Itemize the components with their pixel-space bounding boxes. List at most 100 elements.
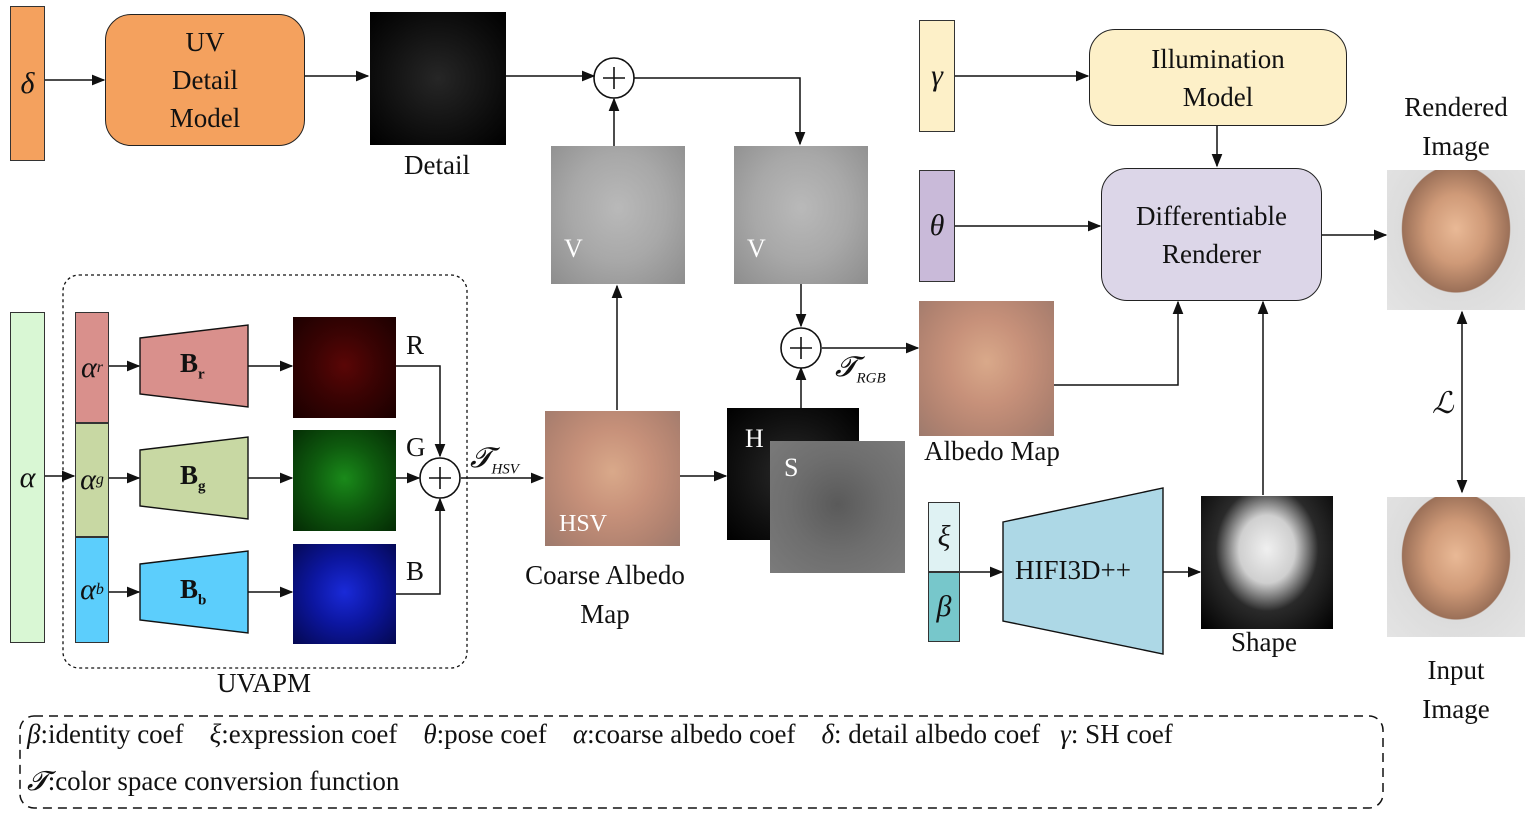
legend-t-text: :color space conversion function [47,766,400,796]
hifi3d-label: HIFI3D++ [1015,555,1131,585]
rendered-image [1387,170,1525,310]
beta-symbol: β [936,590,952,623]
blue-channel-map [293,544,396,644]
theta-symbol: θ [929,209,945,242]
basis-r-symbol: B [180,348,199,378]
coarse-albedo-label: Coarse Albedo Map [525,556,685,634]
xi-symbol: ξ [937,520,951,553]
alpha-r-sub: r [96,358,103,376]
delta-symbol: δ [20,66,35,100]
basis-g-sub: g [198,478,206,495]
value-map-image-2: V [734,146,868,284]
gamma-symbol: γ [931,59,943,92]
t-hsv-label: 𝓣HSV [470,443,519,479]
t-hsv-sub: HSV [491,461,519,478]
arrow-albedo-to-renderer [1054,300,1184,386]
value-map-image-1: V [551,146,685,284]
albedo-map-label: Albedo Map [924,436,1060,466]
alpha-coef-bar: α [10,312,45,643]
renderer-line2: Renderer [1162,238,1261,269]
albedo-map-image [919,301,1054,436]
detail-label: Detail [404,150,470,180]
basis-r-trapezoid [139,324,249,408]
detail-map-image [370,12,506,145]
arrow-blue-to-plus3 [396,497,446,595]
rendered-image-label: Rendered Image [1404,88,1507,166]
arrow-red-to-plus3 [396,365,446,458]
differentiable-renderer-box: Differentiable Renderer [1101,168,1322,301]
loss-symbol: ℒ [1432,387,1454,420]
renderer-line1: Differentiable [1136,200,1287,231]
uvapm-group-border [62,274,468,669]
red-channel-map [293,317,396,418]
beta-coef-bar: β [928,572,960,642]
basis-b-trapezoid [139,550,249,634]
channel-label-g: G [406,432,426,462]
legend-item-beta: β:identity coef [27,719,184,749]
legend-border [19,715,1384,809]
hsv-overlay: HSV [559,511,608,537]
basis-b-sub: b [198,592,207,609]
green-channel-map [293,430,396,531]
channel-label-b: B [406,556,425,586]
input-image [1387,497,1525,637]
uvapm-title: UVAPM [216,668,312,698]
delta-coef-bar: δ [10,6,45,161]
illumination-line1: Illumination [1151,43,1285,74]
legend-item-delta: δ: detail albedo coef [821,719,1041,749]
arrow-plus-to-v2 [634,77,806,146]
legend-item-gamma: γ: SH coef [1060,719,1173,749]
rendered-line1: Rendered [1404,92,1508,122]
t-rgb-label: 𝓣RGB [835,352,886,388]
alpha-g-sub: g [95,471,104,488]
illumination-line2: Model [1182,81,1254,112]
uv-detail-line1: UV [185,27,225,57]
rendered-line2: Image [1422,131,1490,161]
basis-g-label: Bg [180,460,206,495]
uv-detail-model-box: UV Detail Model [105,14,305,146]
s-overlay: S [784,453,799,482]
legend-line-2: 𝓣:color space conversion function [27,766,399,798]
coarse-albedo-map-image: HSV [545,411,680,546]
basis-b-label: Bb [180,574,206,609]
basis-r-sub: r [198,366,205,383]
illumination-model-box: Illumination Model [1089,29,1347,126]
legend-t-symbol: 𝓣 [27,766,48,796]
alpha-b-symbol: α [80,573,96,606]
shape-mesh-image [1201,496,1333,629]
coarse-albedo-line1: Coarse Albedo [525,560,685,590]
v-overlay-2: V [747,234,766,263]
legend-item-xi: ξ:expression coef [209,719,398,749]
basis-r-label: Br [180,348,205,383]
coarse-albedo-line2: Map [580,599,630,629]
t-rgb-sub: RGB [856,370,886,387]
gamma-coef-bar: γ [919,20,955,132]
alpha-b-sub: b [95,581,104,598]
legend-line-1: β:identity coef ξ:expression coef θ:pose c… [27,719,1173,750]
plus-node-rgb [780,327,822,369]
saturation-map-image: S [770,441,905,573]
input-image-label: Input Image [1422,651,1489,729]
hifi3d-trapezoid [1002,487,1164,655]
xi-coef-bar: ξ [928,502,960,572]
legend-item-theta: θ:pose coef [423,719,547,749]
basis-g-trapezoid [139,436,249,520]
input-line2: Image [1422,694,1490,724]
v-overlay-1: V [564,234,583,263]
theta-coef-bar: θ [919,170,955,282]
input-line1: Input [1427,655,1485,685]
h-overlay: H [745,424,764,453]
basis-g-symbol: B [180,460,199,490]
plus-node-top [593,57,635,99]
shape-label: Shape [1231,627,1297,657]
t-hsv-symbol: 𝓣 [470,443,492,474]
channel-label-r: R [406,330,425,360]
alpha-g-symbol: α [80,463,96,496]
uv-detail-line2: Detail [172,65,238,95]
uv-detail-line3: Model [169,103,241,133]
legend-item-alpha: α:coarse albedo coef [572,719,796,749]
